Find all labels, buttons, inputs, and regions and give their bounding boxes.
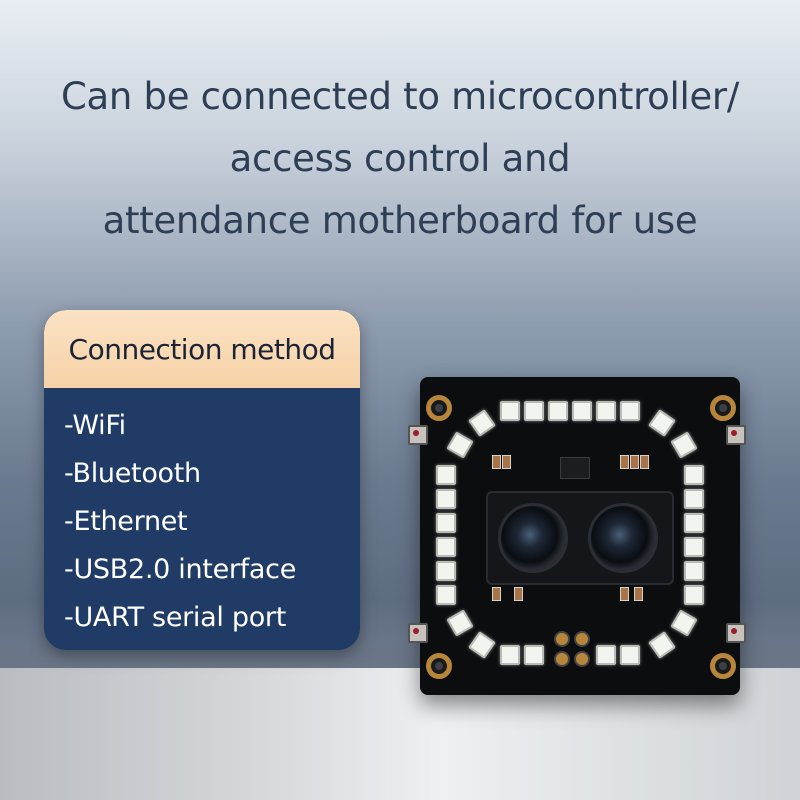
capacitor-icon [502, 455, 511, 469]
led-icon [436, 561, 456, 581]
led-icon [596, 645, 616, 665]
led-icon [648, 409, 676, 437]
dual-camera-block [486, 491, 674, 585]
list-item-usb: -USB2.0 interface [64, 554, 297, 585]
led-icon [548, 401, 568, 421]
led-icon [436, 585, 456, 605]
led-icon [524, 645, 544, 665]
connection-method-title: Connection method [68, 332, 336, 366]
led-icon [684, 465, 704, 485]
headline: Can be connected to microcontroller/ acc… [0, 66, 800, 252]
mount-hole-icon [710, 395, 736, 421]
headline-line-2: access control and [229, 137, 571, 180]
camera-lens-icon [588, 503, 658, 573]
headline-line-3: attendance motherboard for use [102, 199, 698, 242]
headline-line-1: Can be connected to microcontroller/ [60, 75, 740, 118]
led-icon [684, 537, 704, 557]
led-icon [620, 401, 640, 421]
capacitor-icon [630, 455, 639, 469]
camera-module-pcb-icon [408, 377, 746, 695]
led-icon [684, 561, 704, 581]
led-icon [620, 645, 640, 665]
pad-icon [574, 651, 590, 667]
pad-icon [554, 631, 570, 647]
connection-method-list: -WiFi -Bluetooth -Ethernet -USB2.0 inter… [44, 388, 360, 642]
capacitor-icon [620, 455, 629, 469]
led-icon [500, 401, 520, 421]
list-item-ethernet: -Ethernet [64, 506, 188, 537]
ir-sensor-icon [408, 425, 428, 445]
camera-lens-icon [498, 503, 568, 573]
capacitor-icon [514, 587, 523, 601]
led-icon [446, 609, 474, 637]
list-item-uart: -UART serial port [64, 602, 287, 633]
led-icon [524, 401, 544, 421]
mount-hole-icon [426, 653, 452, 679]
ir-sensor-icon [726, 425, 746, 445]
list-item-bluetooth: -Bluetooth [64, 458, 201, 489]
connection-method-card: Connection method -WiFi -Bluetooth -Ethe… [44, 310, 360, 650]
capacitor-icon [620, 587, 629, 601]
led-icon [670, 609, 698, 637]
led-icon [596, 401, 616, 421]
ir-sensor-icon [726, 623, 746, 643]
led-icon [684, 513, 704, 533]
mount-hole-icon [710, 653, 736, 679]
mount-hole-icon [426, 395, 452, 421]
led-icon [500, 645, 520, 665]
led-icon [684, 489, 704, 509]
led-icon [572, 401, 592, 421]
capacitor-icon [492, 587, 501, 601]
led-icon [436, 513, 456, 533]
capacitor-icon [640, 455, 649, 469]
led-icon [670, 431, 698, 459]
ir-sensor-icon [408, 623, 428, 643]
list-item-wifi: -WiFi [64, 410, 126, 441]
led-icon [436, 489, 456, 509]
led-icon [468, 409, 496, 437]
led-icon [436, 537, 456, 557]
connection-method-header: Connection method [44, 310, 360, 388]
pad-icon [554, 651, 570, 667]
led-icon [648, 631, 676, 659]
capacitor-icon [634, 587, 643, 601]
led-icon [684, 585, 704, 605]
led-icon [446, 431, 474, 459]
pad-icon [574, 631, 590, 647]
led-icon [468, 631, 496, 659]
capacitor-icon [492, 455, 501, 469]
led-icon [436, 465, 456, 485]
chip-icon [560, 457, 590, 479]
